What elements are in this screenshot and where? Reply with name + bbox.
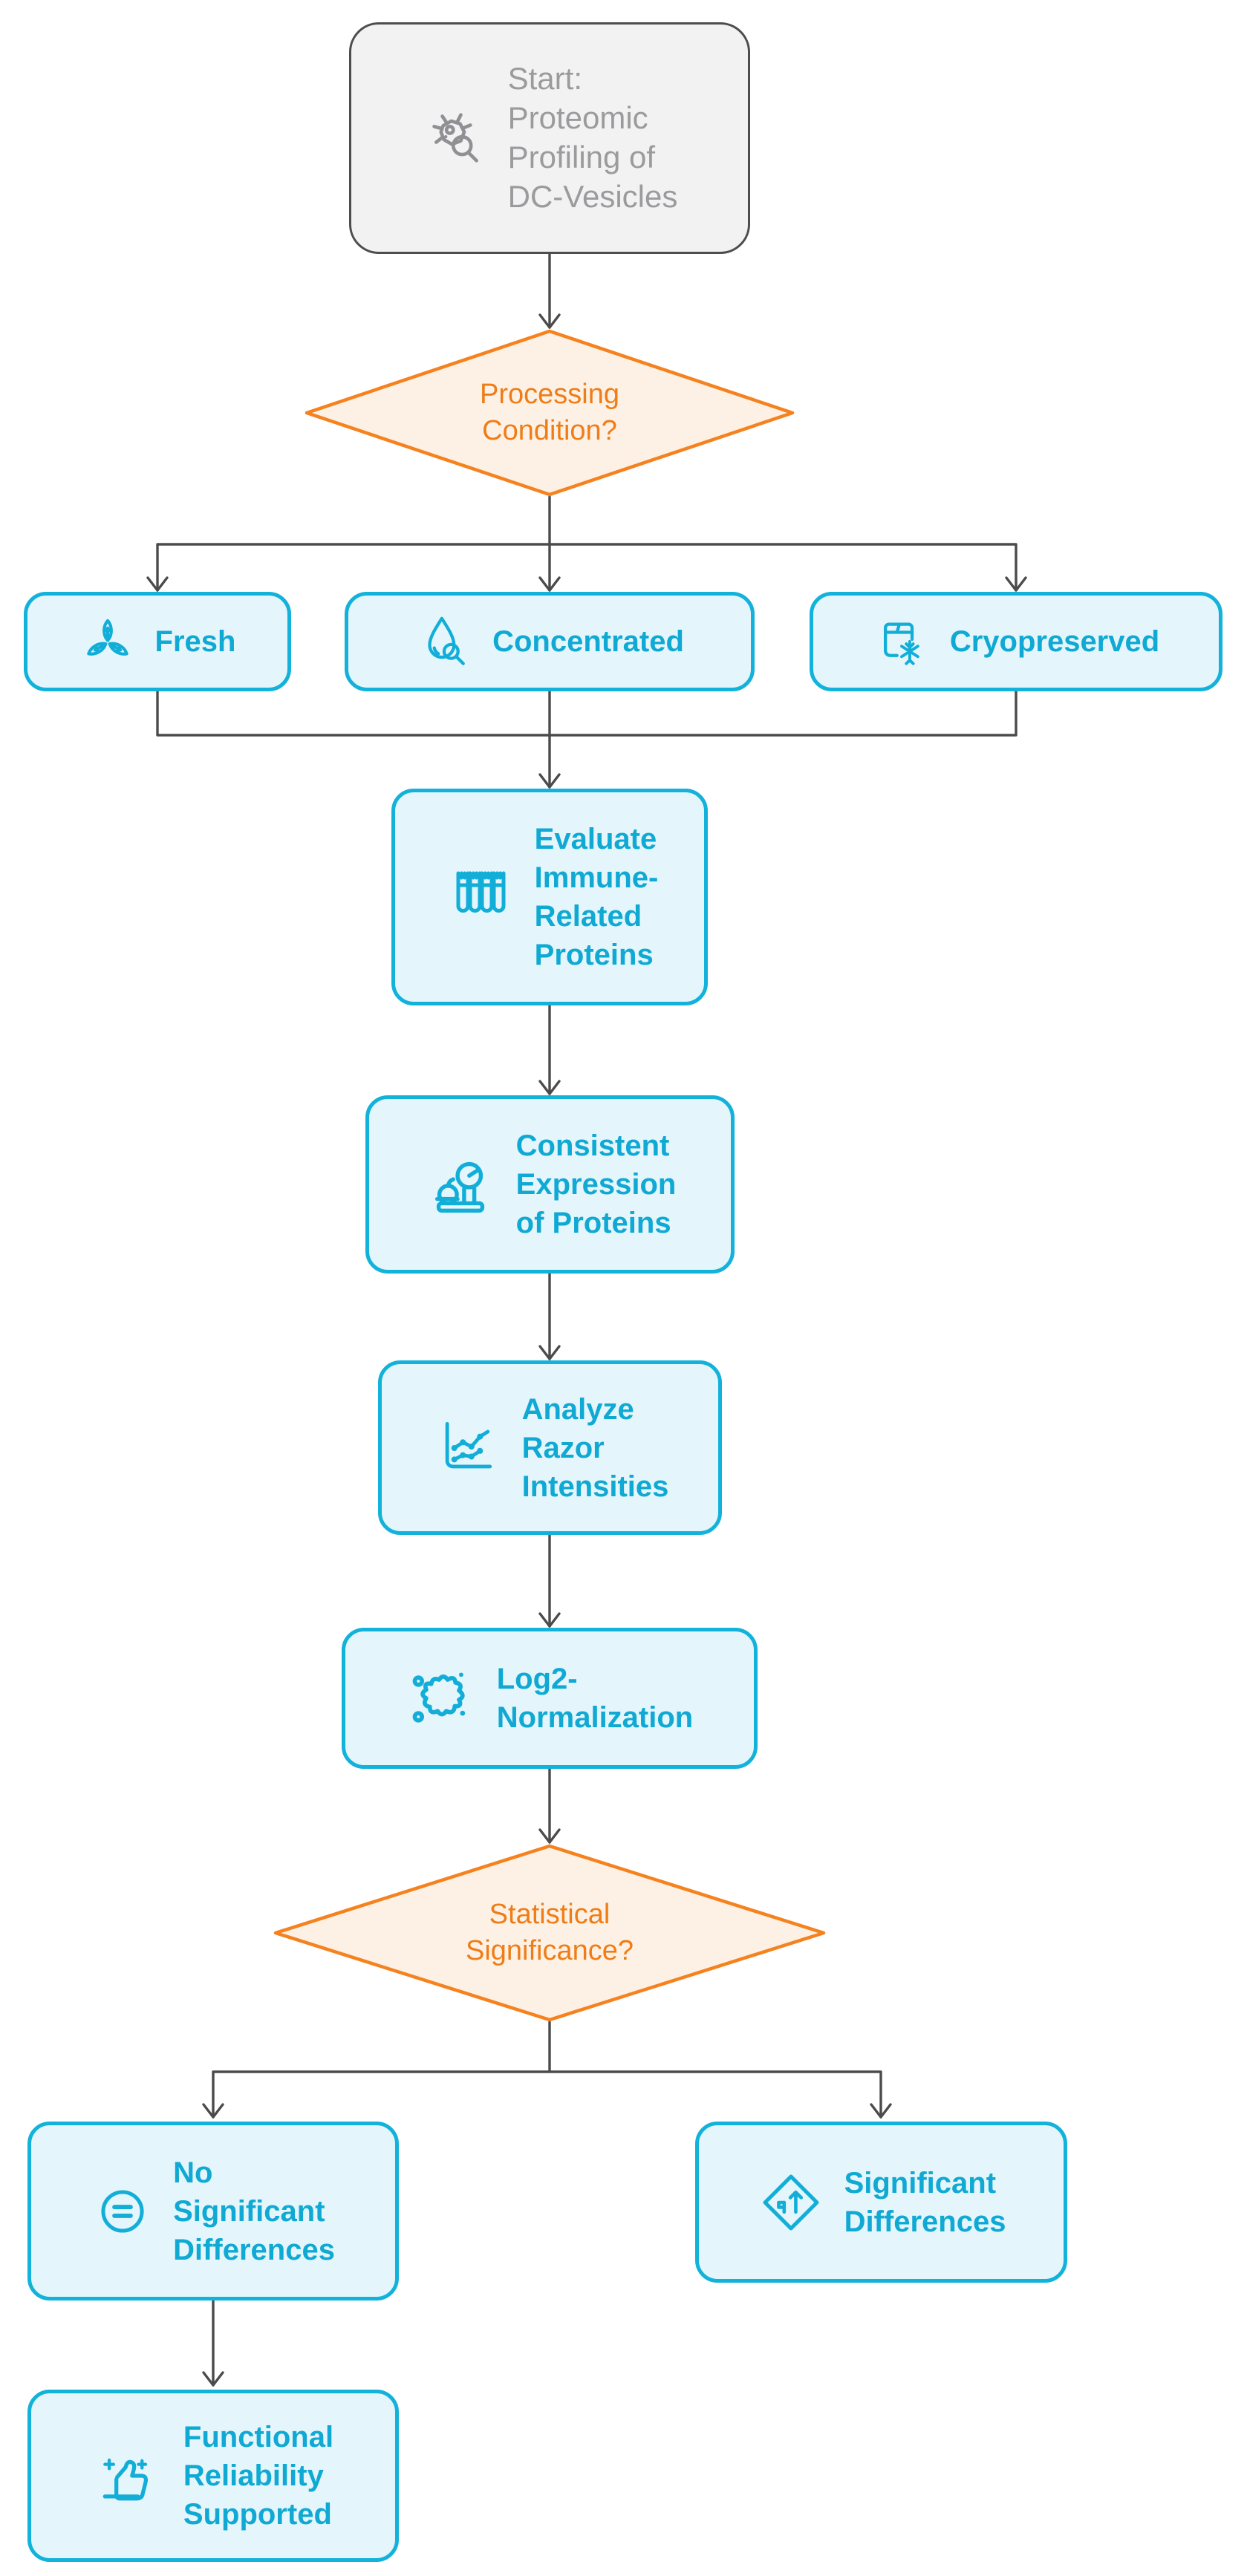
diamond-shape bbox=[305, 329, 795, 497]
droplet-magnifier-icon bbox=[415, 613, 473, 671]
node-statistical-significance-label: Statistical Significance? bbox=[465, 1899, 634, 1966]
test-tubes-icon bbox=[441, 860, 515, 934]
node-functional-reliability: Functional Reliability Supported bbox=[27, 2390, 399, 2562]
freezer-snowflake-icon bbox=[873, 613, 931, 671]
node-processing-condition: Processing Condition? bbox=[305, 329, 795, 497]
node-functional-reliability-label: Functional Reliability Supported bbox=[183, 2421, 334, 2531]
thumbs-up-sparkles-icon bbox=[93, 2440, 164, 2511]
node-analyze-razor: Analyze Razor Intensities bbox=[378, 1360, 722, 1535]
node-statistical-significance: Statistical Significance? bbox=[273, 1844, 826, 2022]
node-evaluate-immune-label: Evaluate Immune- Related Proteins bbox=[534, 823, 659, 971]
trend-diamond-icon bbox=[757, 2168, 825, 2237]
node-concentrated-label: Concentrated bbox=[492, 625, 684, 658]
node-start-label: Start: Proteomic Profiling of DC-Vesicle… bbox=[507, 61, 678, 214]
node-evaluate-immune: Evaluate Immune- Related Proteins bbox=[391, 789, 708, 1005]
equals-circle-icon bbox=[91, 2180, 154, 2243]
line-chart-icon bbox=[432, 1412, 503, 1484]
node-cryopreserved-label: Cryopreserved bbox=[949, 625, 1160, 658]
node-log2-normalization: Log2- Normalization bbox=[342, 1628, 758, 1769]
node-concentrated: Concentrated bbox=[345, 592, 755, 691]
node-fresh-label: Fresh bbox=[154, 625, 236, 658]
leaves-icon bbox=[79, 613, 136, 670]
node-processing-condition-label: Processing Condition? bbox=[480, 379, 619, 446]
node-significant-differences: Significant Differences bbox=[695, 2122, 1067, 2283]
node-start: Start: Proteomic Profiling of DC-Vesicle… bbox=[349, 22, 750, 254]
diamond-shape bbox=[273, 1844, 826, 2022]
node-consistent-expression: Consistent Expression of Proteins bbox=[365, 1095, 735, 1274]
node-analyze-razor-label: Analyze Razor Intensities bbox=[521, 1392, 669, 1503]
node-no-significant-differences: No Significant Differences bbox=[27, 2122, 399, 2301]
splat-icon bbox=[406, 1663, 478, 1734]
node-significant-differences-label: Significant Differences bbox=[844, 2166, 1006, 2238]
node-no-significant-differences-label: No Significant Differences bbox=[173, 2156, 335, 2266]
arrowheads bbox=[146, 313, 1027, 2387]
scale-icon bbox=[424, 1148, 497, 1221]
microbe-magnifier-icon bbox=[422, 104, 490, 172]
node-consistent-expression-label: Consistent Expression of Proteins bbox=[515, 1129, 677, 1239]
node-cryopreserved: Cryopreserved bbox=[810, 592, 1222, 691]
node-fresh: Fresh bbox=[24, 592, 291, 691]
node-log2-normalization-label: Log2- Normalization bbox=[496, 1663, 694, 1734]
